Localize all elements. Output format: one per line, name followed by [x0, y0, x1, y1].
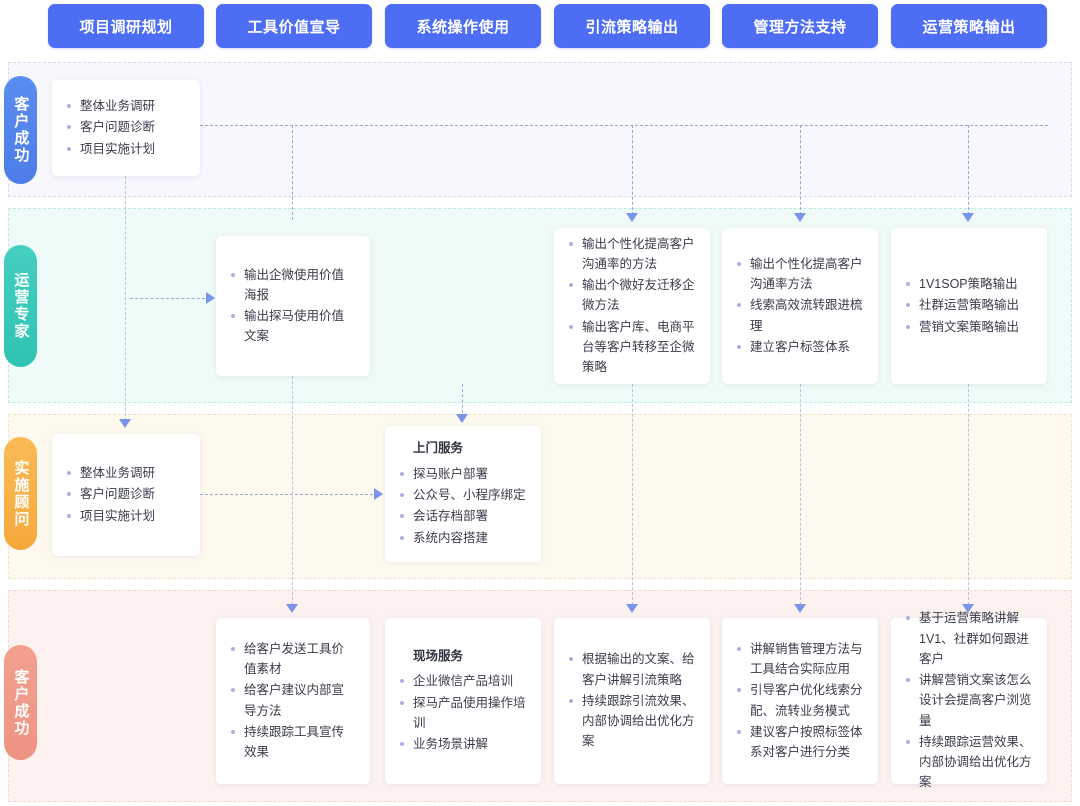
phase-button-tool-value[interactable]: 工具价值宣导 — [216, 4, 372, 48]
card-item: 探马账户部署 — [399, 464, 527, 484]
phase-button-operation-strategy[interactable]: 运营策略输出 — [891, 4, 1047, 48]
arrow-down-onsite — [456, 414, 468, 423]
arrow-down-implementation — [119, 419, 131, 428]
card-item: 企业微信产品培训 — [399, 671, 527, 691]
card-item: 公众号、小程序绑定 — [399, 485, 527, 505]
card-item: 项目实施计划 — [66, 506, 186, 526]
card-item: 线索高效流转跟进梳理 — [736, 295, 864, 336]
card-ops-strategy-output[interactable]: 1V1SOP策略输出社群运营策略输出营销文案策略输出 — [891, 228, 1047, 384]
card-item: 输出个性化提高客户沟通率的方法 — [568, 234, 696, 275]
arrow-down-operation — [962, 213, 974, 222]
card-title: 上门服务 — [413, 441, 464, 456]
card-item-list: 探马账户部署公众号、小程序绑定会话存档部署系统内容搭建 — [399, 464, 527, 549]
arrow-down-cs-management — [794, 604, 806, 613]
card-ops-traffic-strategy[interactable]: 输出个性化提高客户沟通率的方法输出个微好友迁移企微方法输出客户库、电商平台等客户… — [554, 228, 710, 384]
card-item: 持续跟踪引流效果、内部协调给出优化方案 — [568, 691, 696, 752]
arrow-down-traffic — [626, 213, 638, 222]
card-title: 现场服务 — [413, 648, 464, 663]
card-cs-tool-value[interactable]: 给客户发送工具价值素材给客户建议内部宣导方法持续跟踪工具宣传效果 — [216, 618, 370, 784]
arrow-right-ops-value — [206, 292, 215, 304]
connector-h-ops-value — [130, 298, 210, 299]
card-item: 整体业务调研 — [66, 96, 186, 116]
card-item-list: 输出个性化提高客户沟通率的方法输出个微好友迁移企微方法输出客户库、电商平台等客户… — [568, 234, 696, 379]
connector-v-operation-lower — [968, 384, 969, 610]
card-item: 建议客户按照标签体系对客户进行分类 — [736, 722, 864, 763]
connector-v-traffic-lower — [632, 384, 633, 610]
card-item: 客户问题诊断 — [66, 117, 186, 137]
connector-h-onsite — [200, 494, 378, 495]
phase-button-traffic-strategy[interactable]: 引流策略输出 — [554, 4, 710, 48]
card-item: 营销文案策略输出 — [905, 317, 1033, 337]
arrow-down-cs-operation — [962, 604, 974, 613]
connector-v-tools — [292, 125, 293, 220]
lane-label-implementation: 实施顾问 — [4, 437, 37, 550]
card-item: 业务场景讲解 — [399, 734, 527, 754]
arrow-right-onsite — [374, 488, 383, 500]
card-item: 持续跟踪工具宣传效果 — [230, 722, 356, 763]
phase-button-project-research[interactable]: 项目调研规划 — [48, 4, 204, 48]
card-cs-onsite-service[interactable]: 现场服务企业微信产品培训探马产品使用操作培训业务场景讲解 — [385, 618, 541, 784]
card-item: 社群运营策略输出 — [905, 295, 1033, 315]
card-item: 项目实施计划 — [66, 139, 186, 159]
card-item-list: 企业微信产品培训探马产品使用操作培训业务场景讲解 — [399, 671, 527, 755]
card-item: 输出个微好友迁移企微方法 — [568, 275, 696, 316]
phase-button-bar: 项目调研规划 工具价值宣导 系统操作使用 引流策略输出 管理方法支持 运营策略输… — [0, 0, 1080, 54]
card-item: 根据输出的文案、给客户讲解引流策略 — [568, 649, 696, 690]
phase-button-system-operation[interactable]: 系统操作使用 — [385, 4, 541, 48]
connector-v-traffic — [632, 125, 633, 215]
card-cs-operation-strategy[interactable]: 基于运营策略讲解1V1、社群如何跟进客户讲解营销文案该怎么设计会提高客户浏览量持… — [891, 611, 1047, 789]
card-item: 输出个性化提高客户沟通率方法 — [736, 254, 864, 295]
card-item-list: 整体业务调研客户问题诊断项目实施计划 — [66, 463, 186, 527]
card-item: 建立客户标签体系 — [736, 337, 864, 357]
connector-v-operation — [968, 125, 969, 215]
card-item: 整体业务调研 — [66, 463, 186, 483]
card-item-list: 基于运营策略讲解1V1、社群如何跟进客户讲解营销文案该怎么设计会提高客户浏览量持… — [905, 608, 1033, 793]
card-item: 给客户发送工具价值素材 — [230, 639, 356, 680]
card-item: 输出客户库、电商平台等客户转移至企微策略 — [568, 317, 696, 378]
card-item: 输出企微使用价值海报 — [230, 265, 356, 306]
card-item-list: 整体业务调研客户问题诊断项目实施计划 — [66, 96, 186, 160]
card-cs-research-plan[interactable]: 整体业务调研客户问题诊断项目实施计划 — [52, 80, 200, 176]
card-item: 基于运营策略讲解1V1、社群如何跟进客户 — [905, 608, 1033, 669]
card-item-list: 根据输出的文案、给客户讲解引流策略持续跟踪引流效果、内部协调给出优化方案 — [568, 649, 696, 752]
connector-v-left-spine — [125, 176, 126, 426]
lane-label-operations-expert: 运营专家 — [4, 245, 37, 367]
card-item: 持续跟踪运营效果、内部协调给出优化方案 — [905, 732, 1033, 793]
card-ops-management-support[interactable]: 输出个性化提高客户沟通率方法线索高效流转跟进梳理建立客户标签体系 — [722, 228, 878, 384]
card-item-list: 给客户发送工具价值素材给客户建议内部宣导方法持续跟踪工具宣传效果 — [230, 639, 356, 764]
lane-label-customer-success-bottom: 客户成功 — [4, 645, 37, 760]
card-item-list: 输出企微使用价值海报输出探马使用价值文案 — [230, 265, 356, 348]
card-item-list: 1V1SOP策略输出社群运营策略输出营销文案策略输出 — [905, 274, 1033, 338]
card-item: 讲解营销文案该怎么设计会提高客户浏览量 — [905, 670, 1033, 731]
connector-trunk-horizontal-top — [200, 125, 1048, 126]
connector-v-tools-lower — [292, 376, 293, 610]
card-cs-traffic-strategy[interactable]: 根据输出的文案、给客户讲解引流策略持续跟踪引流效果、内部协调给出优化方案 — [554, 618, 710, 784]
connector-v-management-lower — [800, 384, 801, 610]
card-item: 引导客户优化线索分配、流转业务模式 — [736, 680, 864, 721]
card-item: 输出探马使用价值文案 — [230, 306, 356, 347]
lane-label-customer-success-top: 客户成功 — [4, 76, 37, 184]
card-item: 给客户建议内部宣导方法 — [230, 680, 356, 721]
card-item: 会话存档部署 — [399, 506, 527, 526]
card-ops-value-output[interactable]: 输出企微使用价值海报输出探马使用价值文案 — [216, 236, 370, 376]
card-impl-onsite-service[interactable]: 上门服务探马账户部署公众号、小程序绑定会话存档部署系统内容搭建 — [385, 426, 541, 562]
arrow-down-management — [794, 213, 806, 222]
card-item: 探马产品使用操作培训 — [399, 693, 527, 734]
arrow-down-cs-traffic — [626, 604, 638, 613]
card-item-list: 讲解销售管理方法与工具结合实际应用引导客户优化线索分配、流转业务模式建议客户按照… — [736, 639, 864, 764]
card-item: 客户问题诊断 — [66, 484, 186, 504]
card-impl-research-plan[interactable]: 整体业务调研客户问题诊断项目实施计划 — [52, 434, 200, 556]
card-cs-management-method[interactable]: 讲解销售管理方法与工具结合实际应用引导客户优化线索分配、流转业务模式建议客户按照… — [722, 618, 878, 784]
connector-v-management — [800, 125, 801, 215]
card-item: 讲解销售管理方法与工具结合实际应用 — [736, 639, 864, 680]
phase-button-management-method[interactable]: 管理方法支持 — [722, 4, 878, 48]
card-item: 系统内容搭建 — [399, 528, 527, 548]
card-item-list: 输出个性化提高客户沟通率方法线索高效流转跟进梳理建立客户标签体系 — [736, 254, 864, 358]
connector-v-onsite — [462, 384, 463, 418]
arrow-down-tool-value — [286, 604, 298, 613]
card-item: 1V1SOP策略输出 — [905, 274, 1033, 294]
